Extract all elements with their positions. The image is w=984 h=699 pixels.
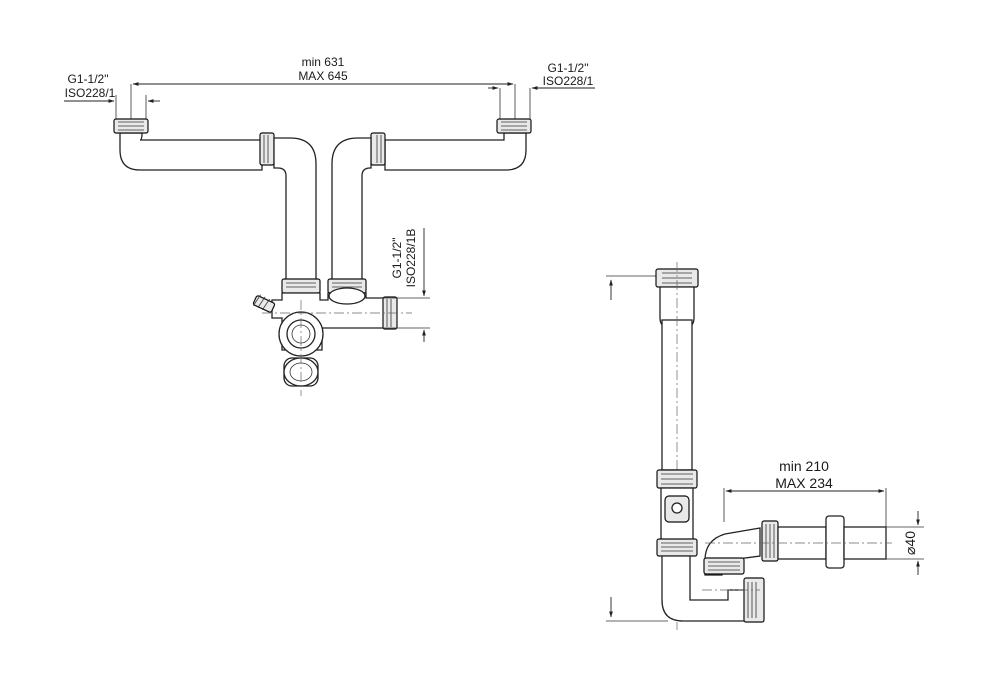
left-inlet-thread-label: G1-1/2" bbox=[68, 72, 109, 86]
right-inlet-standard-label: ISO228/1 bbox=[543, 74, 594, 88]
left-inlet-pipe bbox=[113, 118, 321, 294]
width-dim-max-label: MAX 645 bbox=[298, 69, 348, 83]
right-inlet-thread-label: G1-1/2" bbox=[548, 61, 589, 75]
left-inlet-thread-dimension: G1-1/2" ISO228/1 bbox=[64, 72, 160, 122]
left-inlet-standard-label: ISO228/1 bbox=[65, 86, 116, 100]
width-dimension: min 631 MAX 645 bbox=[130, 55, 516, 120]
front-view: min 631 MAX 645 G1-1/2" ISO228/1 G1-1/2"… bbox=[64, 55, 595, 396]
side-outlet-standard-label: ISO228/1B bbox=[404, 229, 418, 288]
side-view: min 210 MAX 234 ⌀40 bbox=[606, 262, 924, 630]
outlet-length-dimension: min 210 MAX 234 bbox=[723, 458, 887, 528]
width-dim-min-label: min 631 bbox=[302, 55, 345, 69]
horizontal-outlet bbox=[705, 515, 892, 569]
outlet-diameter-dimension: ⌀40 bbox=[886, 511, 924, 575]
outlet-diameter-label: ⌀40 bbox=[902, 531, 918, 555]
side-outlet-thread-label: G1-1/2" bbox=[390, 238, 404, 279]
outlet-dim-min-label: min 210 bbox=[779, 458, 829, 474]
trap-body bbox=[252, 287, 412, 396]
u-bend bbox=[661, 527, 765, 623]
side-outlet-thread-dimension: G1-1/2" ISO228/1B bbox=[384, 228, 430, 342]
right-inlet-thread-dimension: G1-1/2" ISO228/1 bbox=[488, 61, 595, 122]
height-dimension bbox=[606, 275, 668, 622]
right-inlet-pipe bbox=[327, 118, 532, 294]
vertical-tailpiece bbox=[655, 262, 699, 630]
outlet-dim-max-label: MAX 234 bbox=[775, 475, 833, 491]
